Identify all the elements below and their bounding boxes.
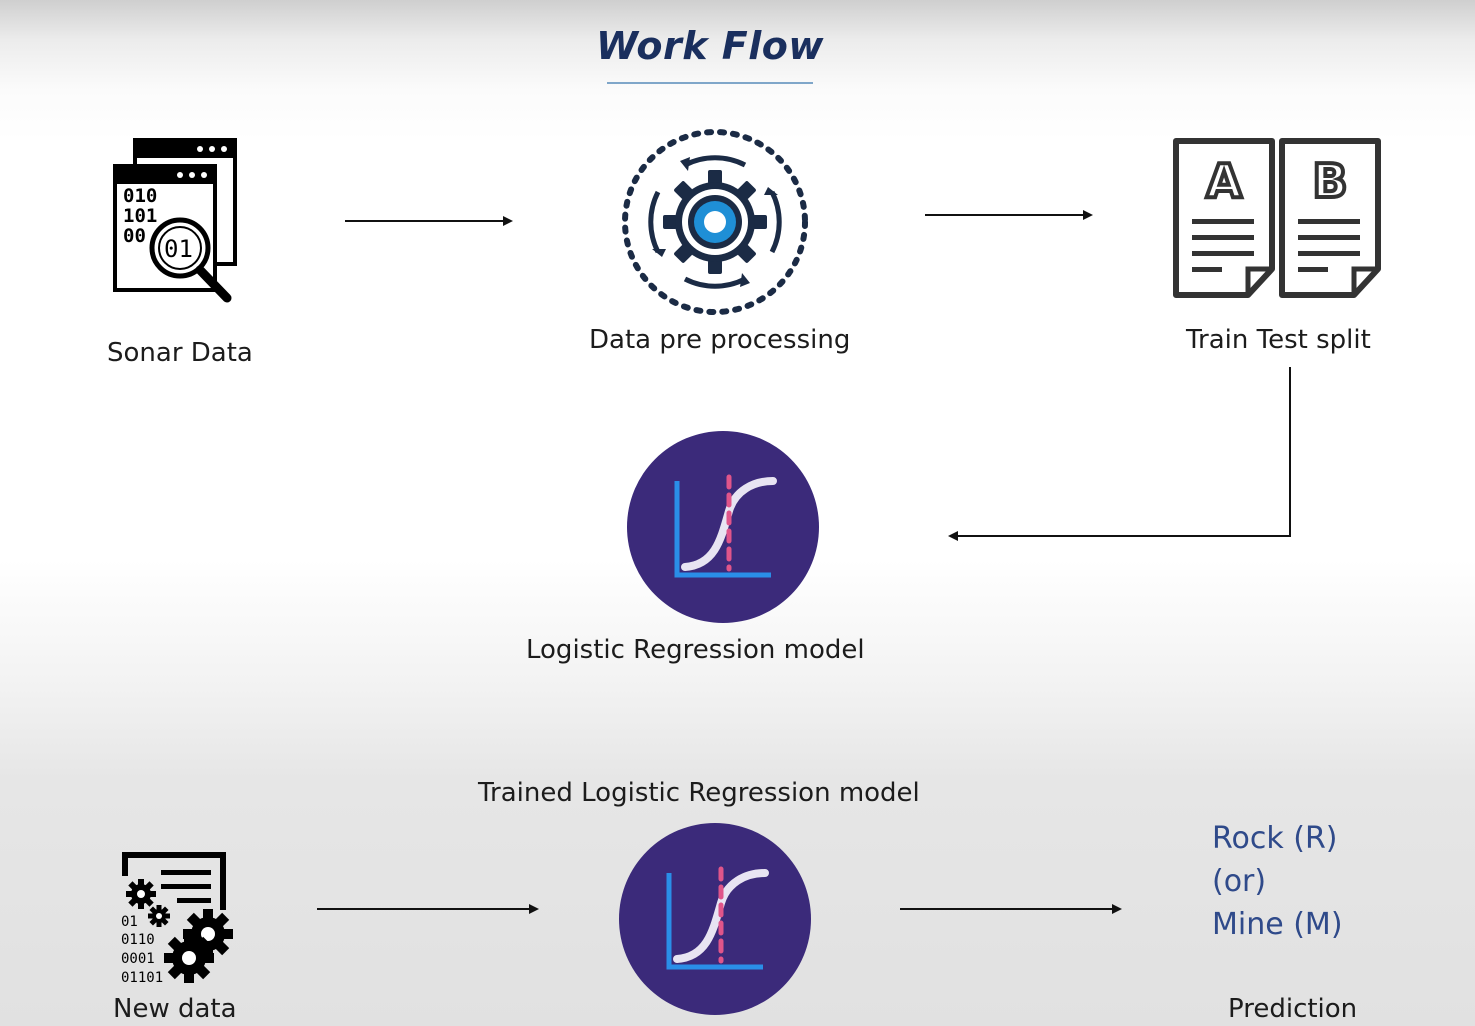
preprocessing-label: Data pre processing xyxy=(589,325,851,355)
title-underline xyxy=(607,82,813,84)
page-title: Work Flow xyxy=(596,24,824,68)
split-letter-b: B xyxy=(1312,154,1347,208)
svg-text:01: 01 xyxy=(121,914,138,930)
prediction-mine: Mine (M) xyxy=(1212,907,1343,942)
svg-text:0110: 0110 xyxy=(121,932,155,948)
svg-text:00: 00 xyxy=(123,225,146,247)
sonar-data-label: Sonar Data xyxy=(107,338,253,368)
new-data-label: New data xyxy=(113,994,237,1024)
elbow-arrow-connector xyxy=(948,367,1291,541)
model-label: Logistic Regression model xyxy=(526,635,865,665)
ab-documents-icon: A B xyxy=(1173,138,1381,298)
gear-cycle-icon xyxy=(622,129,808,315)
arrow-right-icon xyxy=(925,210,1093,220)
binary-window-magnifier-icon: 010 101 00 01 xyxy=(113,138,237,303)
data-gears-icon: 01 0110 0001 01101 xyxy=(121,852,233,986)
svg-text:01: 01 xyxy=(164,235,193,263)
svg-text:01101: 01101 xyxy=(121,970,163,986)
prediction-label: Prediction xyxy=(1228,994,1358,1024)
logistic-curve-icon xyxy=(627,431,819,623)
arrow-right-icon xyxy=(345,216,513,226)
arrow-right-icon xyxy=(900,904,1122,914)
train-test-split-label: Train Test split xyxy=(1186,325,1371,355)
svg-text:0001: 0001 xyxy=(121,951,155,967)
svg-text:101: 101 xyxy=(123,205,157,227)
prediction-or: (or) xyxy=(1212,864,1267,899)
svg-text:010: 010 xyxy=(123,185,157,207)
trained-logistic-curve-icon xyxy=(619,823,811,1015)
trained-model-label: Trained Logistic Regression model xyxy=(478,778,920,808)
arrow-right-icon xyxy=(317,904,539,914)
prediction-rock: Rock (R) xyxy=(1212,821,1338,856)
split-letter-a: A xyxy=(1206,154,1242,208)
